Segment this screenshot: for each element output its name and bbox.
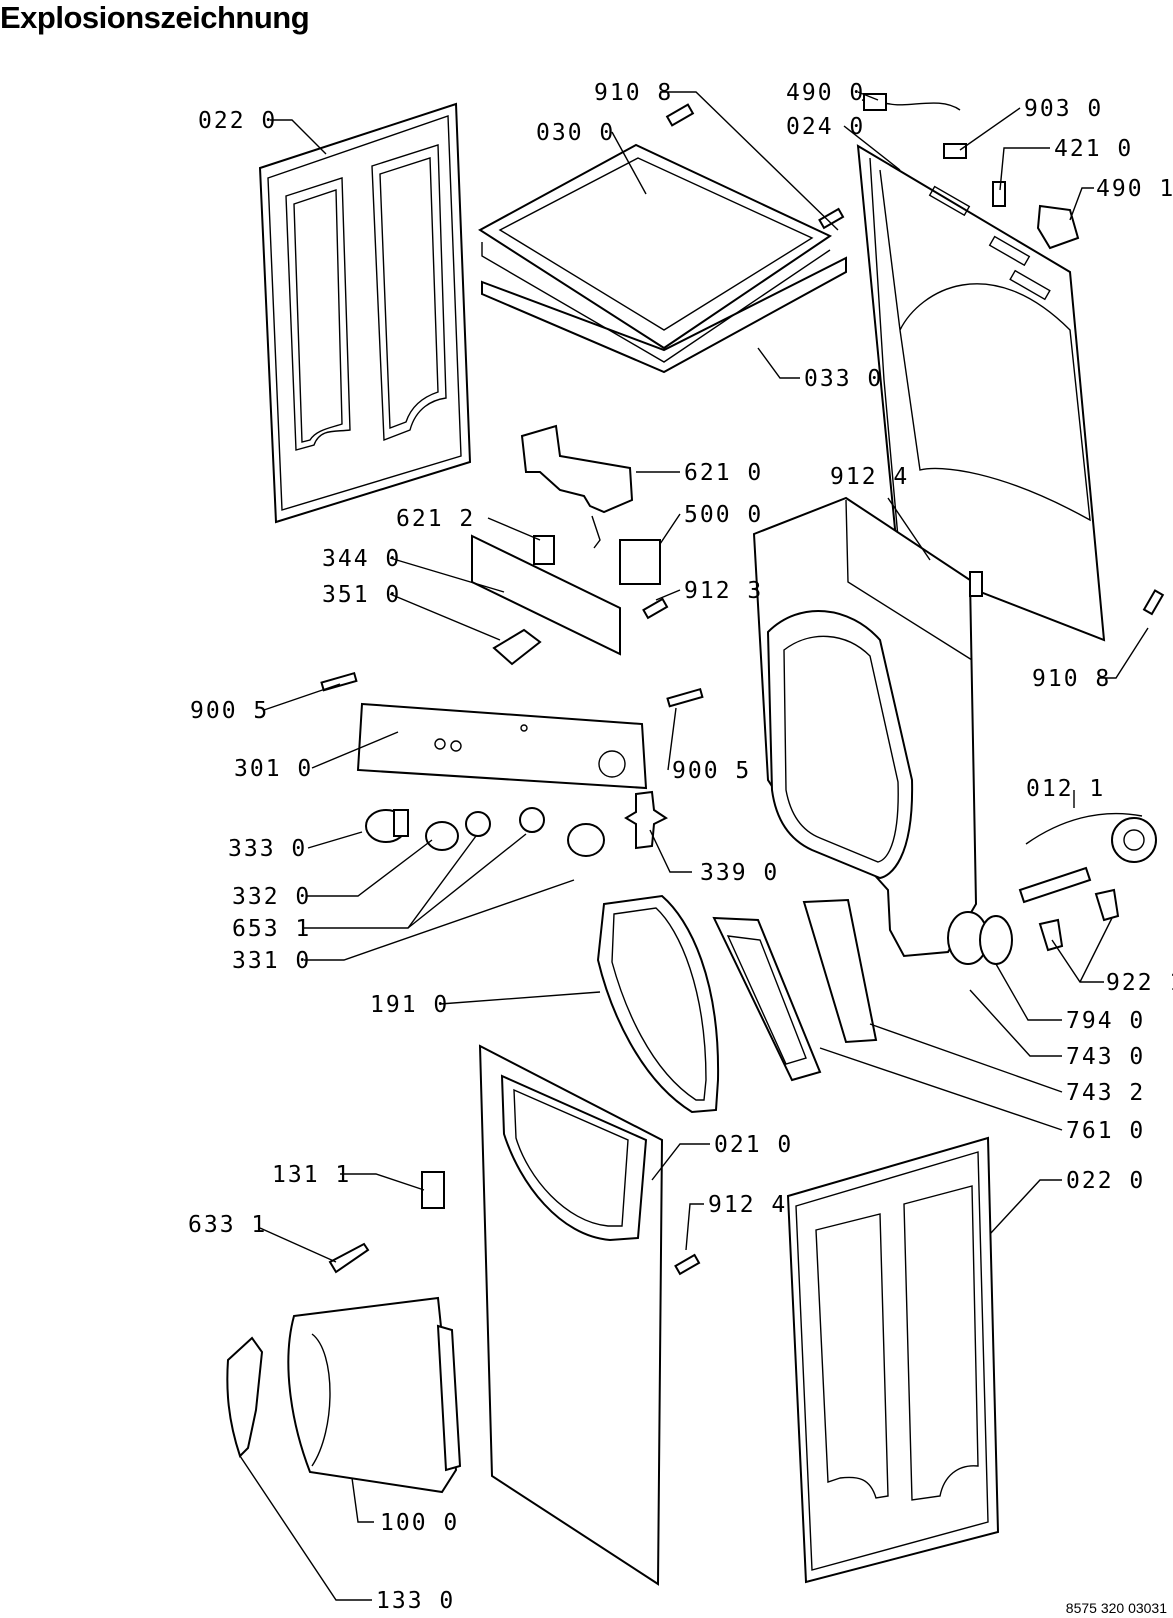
pcb-bracket	[471, 534, 621, 656]
screw-912-4-bottom	[674, 1253, 701, 1276]
label-912-4-top: 912 4	[830, 464, 909, 490]
connector-339-0	[624, 790, 668, 850]
label-033-0: 033 0	[804, 366, 883, 392]
part-labels: 022 0 910 8 030 0 490 0 024 0 903 0 421 …	[188, 80, 1173, 1614]
door	[287, 1296, 462, 1494]
clip-900-5-right	[666, 687, 704, 708]
button-653-1-a	[465, 811, 491, 837]
door-seal	[596, 894, 720, 1114]
mains-filter	[1036, 204, 1080, 250]
label-743-0: 743 0	[1066, 1044, 1145, 1070]
side-panel-right	[786, 1136, 1000, 1584]
label-331-0: 331 0	[232, 948, 311, 974]
label-024-0: 024 0	[786, 114, 865, 140]
label-339-0: 339 0	[700, 860, 779, 886]
lint-filter	[712, 916, 822, 1082]
knob-332-0	[425, 821, 459, 851]
label-912-3: 912 3	[684, 578, 763, 604]
label-912-4-bottom: 912 4	[708, 1192, 787, 1218]
label-332-0: 332 0	[232, 884, 311, 910]
switch-bracket	[520, 424, 634, 549]
label-900-5-right: 900 5	[672, 758, 751, 784]
label-500-0: 500 0	[684, 502, 763, 528]
screw-912-3	[642, 597, 669, 620]
label-351-0: 351 0	[322, 582, 401, 608]
label-490-0: 490 0	[786, 80, 865, 106]
label-743-2: 743 2	[1066, 1080, 1145, 1106]
door-lock	[421, 1171, 445, 1209]
label-490-1: 490 1	[1096, 176, 1173, 202]
power-cord	[861, 93, 961, 111]
label-133-0: 133 0	[376, 1588, 455, 1614]
control-panel	[356, 702, 648, 790]
roller-kit	[1018, 812, 1157, 952]
screw-912-4-top	[969, 571, 983, 597]
back-panel	[856, 144, 1106, 642]
front-panel	[478, 1044, 664, 1586]
knob-333-0	[365, 809, 409, 843]
label-030-0: 030 0	[536, 120, 615, 146]
label-910-8-right: 910 8	[1032, 666, 1111, 692]
label-344-0: 344 0	[322, 546, 401, 572]
document-code: 8575 320 03031	[1065, 1600, 1167, 1616]
door-handle	[226, 1336, 264, 1458]
screw-910-8-right	[1142, 589, 1165, 616]
label-922-1: 922 1	[1106, 970, 1173, 996]
label-900-5-left: 900 5	[190, 698, 269, 724]
drive-belt	[979, 915, 1013, 965]
page-title: Explosionszeichnung	[0, 0, 310, 35]
label-021-0: 021 0	[714, 1132, 793, 1158]
label-621-2: 621 2	[396, 506, 475, 532]
indicator-lamp	[492, 628, 542, 666]
label-794-0: 794 0	[1066, 1008, 1145, 1034]
label-910-8-top: 910 8	[594, 80, 673, 106]
clip-900-5-left	[320, 671, 358, 692]
timer	[619, 539, 661, 585]
drum-housing	[752, 496, 989, 965]
label-301-0: 301 0	[234, 756, 313, 782]
label-012-1: 012 1	[1026, 776, 1105, 802]
label-761-0: 761 0	[1066, 1118, 1145, 1144]
switch-621-2	[533, 535, 555, 565]
label-633-1: 633 1	[188, 1212, 267, 1238]
label-621-0: 621 0	[684, 460, 763, 486]
label-022-0-top: 022 0	[198, 108, 277, 134]
label-191-0: 191 0	[370, 992, 449, 1018]
label-333-0: 333 0	[228, 836, 307, 862]
label-903-0: 903 0	[1024, 96, 1103, 122]
label-653-1: 653 1	[232, 916, 311, 942]
button-653-1-b	[519, 807, 545, 833]
side-panel-left	[258, 102, 472, 524]
capacitor	[992, 181, 1006, 207]
knob-331-0	[567, 823, 605, 857]
door-latch	[328, 1242, 370, 1274]
duct-743-2	[802, 898, 878, 1044]
screw-910-8-top	[665, 103, 845, 230]
label-131-1: 131 1	[272, 1162, 351, 1188]
label-421-0: 421 0	[1054, 136, 1133, 162]
top-lid	[478, 143, 847, 374]
leader-lines	[239, 91, 1149, 1601]
label-022-0-bottom: 022 0	[1066, 1168, 1145, 1194]
label-100-0: 100 0	[380, 1510, 459, 1536]
clip-903-0	[943, 143, 967, 159]
